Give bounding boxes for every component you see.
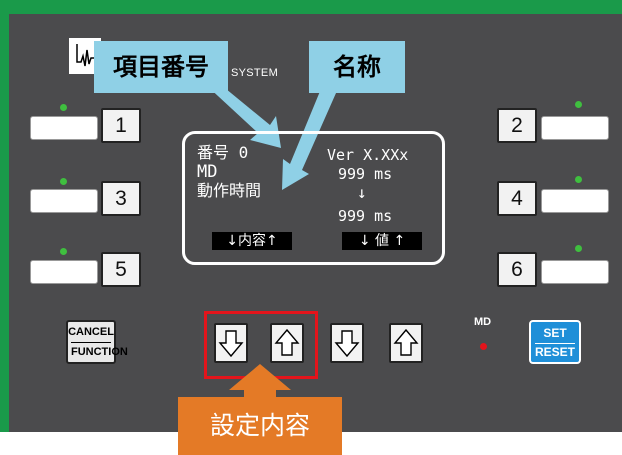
settings-pointer-arrow: [229, 364, 291, 398]
led-channel-4: [575, 176, 582, 183]
down-arrow-icon: [218, 330, 244, 358]
lcd-content-indicator: ↓内容↑: [212, 232, 292, 250]
up-arrow-icon: [393, 328, 419, 356]
value-down-button[interactable]: [330, 323, 364, 363]
system-label: SYSTEM: [231, 67, 279, 79]
label-slot-6: [541, 260, 609, 284]
led-channel-6: [575, 245, 582, 252]
button-1[interactable]: 1: [101, 108, 141, 143]
lcd-version: Ver X.XXx: [327, 146, 409, 164]
led-channel-2: [575, 101, 582, 108]
label-slot-1: [30, 116, 98, 140]
up-arrow-icon: [274, 328, 300, 356]
led-channel-1: [60, 104, 67, 111]
label-slot-5: [30, 260, 98, 284]
lcd-current-value: 999 ms: [338, 165, 393, 183]
lcd-item-description: 動作時間: [197, 181, 262, 200]
lcd-new-value: 999 ms: [338, 207, 393, 225]
set-label: SET: [543, 326, 567, 340]
md-led: [480, 343, 487, 350]
set-reset-button[interactable]: SET RESET: [529, 320, 581, 364]
button-6[interactable]: 6: [497, 252, 537, 287]
value-up-button[interactable]: [389, 323, 423, 363]
label-slot-4: [541, 189, 609, 213]
led-channel-5: [60, 248, 67, 255]
button-3[interactable]: 3: [101, 181, 141, 216]
md-label: MD: [474, 316, 492, 328]
button-5[interactable]: 5: [101, 252, 141, 287]
button-4[interactable]: 4: [497, 181, 537, 216]
lcd-display: 番号 0 Ver X.XXx MD 999 ms 動作時間 ↓ 999 ms ↓…: [182, 131, 445, 265]
label-slot-3: [30, 189, 98, 213]
button-2[interactable]: 2: [497, 108, 537, 143]
cancel-label: CANCEL: [68, 326, 114, 338]
settings-content-callout: 設定内容: [178, 397, 342, 455]
name-callout: 名称: [309, 41, 405, 93]
lcd-value-indicator: ↓ 値 ↑: [342, 232, 422, 250]
lcd-item-number: 番号 0: [197, 143, 249, 162]
cancel-function-button[interactable]: CANCEL FUNCTION: [66, 320, 128, 364]
reset-label: RESET: [535, 343, 576, 359]
content-up-button[interactable]: [270, 323, 304, 363]
label-slot-2: [541, 116, 609, 140]
down-arrow-icon: [334, 330, 360, 358]
lcd-change-arrow: ↓: [357, 183, 367, 202]
name-pointer-arrow: [282, 84, 340, 190]
item-number-callout: 項目番号: [94, 41, 228, 93]
content-down-button[interactable]: [214, 323, 248, 363]
led-channel-3: [60, 178, 67, 185]
lcd-item-name: MD: [197, 162, 218, 182]
